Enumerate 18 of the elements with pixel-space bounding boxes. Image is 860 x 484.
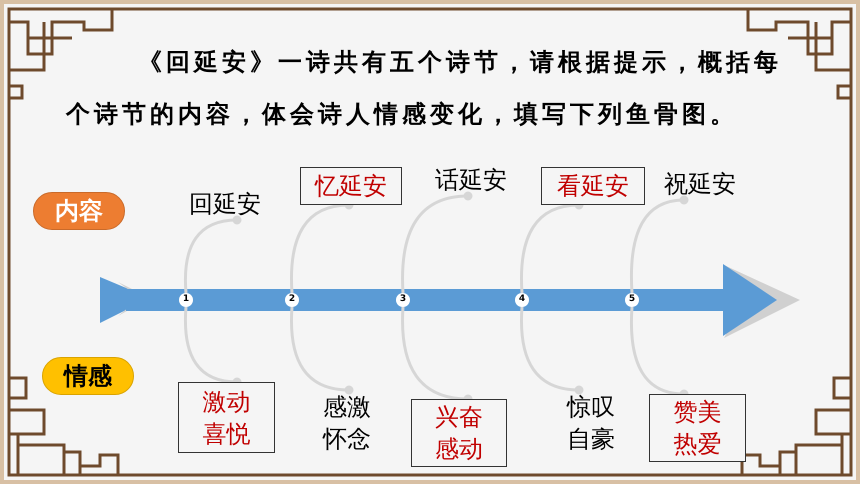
fishbone-branch — [630, 196, 688, 294]
answer-box: 兴奋感动 — [411, 399, 507, 467]
fishbone-branch — [401, 192, 472, 294]
instruction-text: 《回延安》一诗共有五个诗节，请根据提示，概括每个诗节的内容，体会诗人情感变化，填写下列鱼骨图。 — [66, 47, 783, 130]
fishbone-branch — [520, 306, 584, 394]
answer-box: 赞美热爱 — [649, 394, 746, 462]
answer-box: 看延安 — [541, 167, 645, 205]
category-pill: 内容 — [33, 192, 125, 230]
emotion-label: 感激怀念 — [312, 390, 382, 456]
section-label: 话延安 — [426, 164, 516, 196]
emotion-label: 惊叹自豪 — [556, 390, 626, 456]
answer-box: 激动喜悦 — [178, 382, 275, 453]
category-pill: 情感 — [42, 357, 134, 395]
fishbone-branch — [290, 306, 354, 394]
section-label: 祝延安 — [655, 168, 745, 200]
fishbone-branch — [184, 216, 242, 294]
answer-box: 忆延安 — [300, 167, 402, 205]
section-label: 回延安 — [180, 188, 270, 220]
